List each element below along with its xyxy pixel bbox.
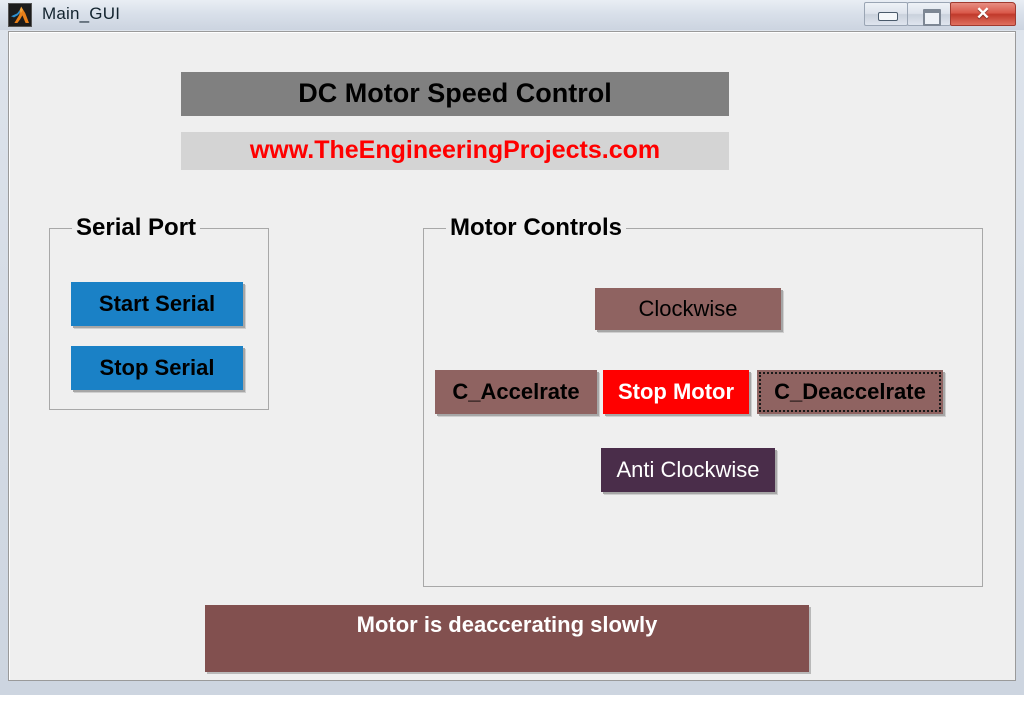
accelerate-button[interactable]: C_Accelrate xyxy=(435,370,597,414)
close-button[interactable]: ✕ xyxy=(950,2,1016,26)
minimize-button[interactable] xyxy=(864,2,908,26)
gui-figure-canvas: DC Motor Speed Control www.TheEngineerin… xyxy=(8,31,1016,681)
website-banner: www.TheEngineeringProjects.com xyxy=(181,132,729,170)
deaccelerate-button[interactable]: C_Deaccelrate xyxy=(757,370,943,414)
clockwise-button[interactable]: Clockwise xyxy=(595,288,781,330)
start-serial-button[interactable]: Start Serial xyxy=(71,282,243,326)
panel-serial-port-title: Serial Port xyxy=(72,214,201,242)
status-message-box: Motor is deaccerating slowly xyxy=(205,605,809,672)
stop-serial-button[interactable]: Stop Serial xyxy=(71,346,243,390)
matlab-logo-icon xyxy=(8,3,32,27)
window-controls: ✕ xyxy=(864,2,1016,26)
stop-motor-button[interactable]: Stop Motor xyxy=(603,370,749,414)
panel-serial-port: Serial Port xyxy=(49,214,269,410)
title-bar[interactable]: Main_GUI ✕ xyxy=(0,0,1024,30)
page-title: DC Motor Speed Control xyxy=(181,72,729,116)
panel-motor-controls: Motor Controls xyxy=(423,214,983,587)
maximize-button[interactable] xyxy=(907,2,951,26)
anti-clockwise-button[interactable]: Anti Clockwise xyxy=(601,448,775,492)
panel-motor-controls-title: Motor Controls xyxy=(446,214,626,242)
close-icon: ✕ xyxy=(975,4,991,23)
window-title: Main_GUI xyxy=(42,4,121,23)
